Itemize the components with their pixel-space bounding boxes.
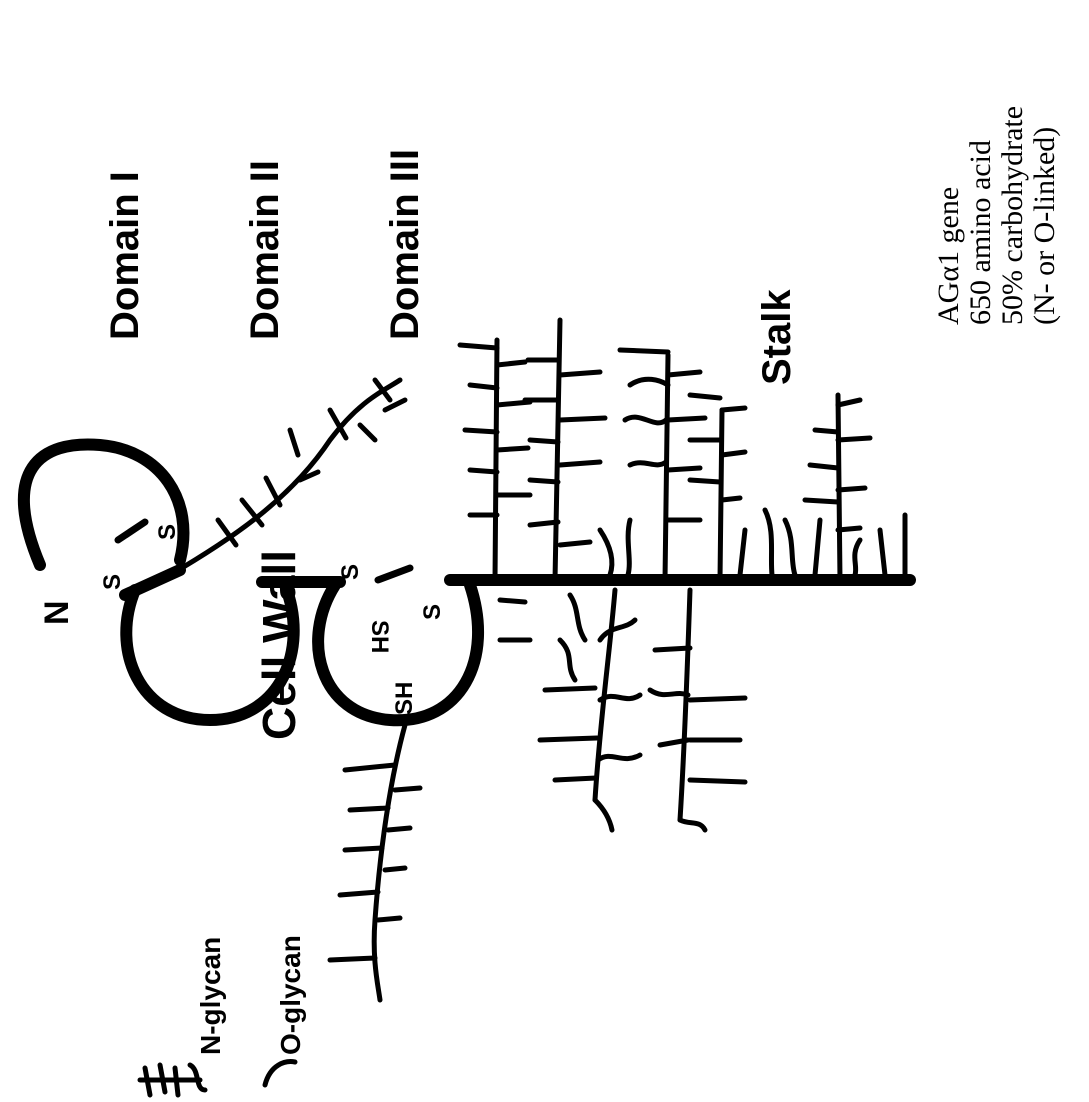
- domain-labels: Domain I Domain II Domain III Stalk Cell…: [103, 149, 799, 740]
- n-glycan-legend-label: N-glycan: [195, 937, 226, 1055]
- info-line-1: AGα1 gene: [932, 187, 965, 325]
- info-line-4: (N- or O-linked): [1028, 127, 1061, 325]
- info-line-2: 650 amino acid: [964, 140, 997, 325]
- s-label-1: S: [99, 574, 126, 590]
- s-label-4: S: [419, 604, 446, 620]
- n-terminus-label: N: [38, 600, 76, 625]
- domain1-loop: [24, 444, 184, 565]
- o-glycan-legend-label: O-glycan: [275, 935, 306, 1055]
- s-label-3: S: [337, 564, 364, 580]
- cell-wall-label: Cell Wall: [253, 550, 305, 740]
- domain2-label: Domain II: [243, 160, 287, 340]
- legend: N-glycan O-glycan: [140, 935, 306, 1095]
- stalk-label: Stalk: [755, 289, 799, 385]
- gene-info: AGα1 gene 650 amino acid 50% carbohydrat…: [932, 106, 1061, 325]
- residue-labels: N S S S S SH SH: [38, 524, 446, 715]
- sh-label-1: SH: [366, 620, 393, 653]
- sh-label-2: SH: [391, 682, 418, 715]
- info-line-3: 50% carbohydrate: [996, 106, 1029, 325]
- o-glycan-legend-icon: [265, 1062, 295, 1085]
- n-glycan-legend-icon: [140, 1065, 205, 1095]
- s-label-2: S: [154, 524, 181, 540]
- domain3-label: Domain III: [383, 149, 427, 340]
- domain1-label: Domain I: [103, 171, 147, 340]
- protein-backbone: [24, 444, 478, 720]
